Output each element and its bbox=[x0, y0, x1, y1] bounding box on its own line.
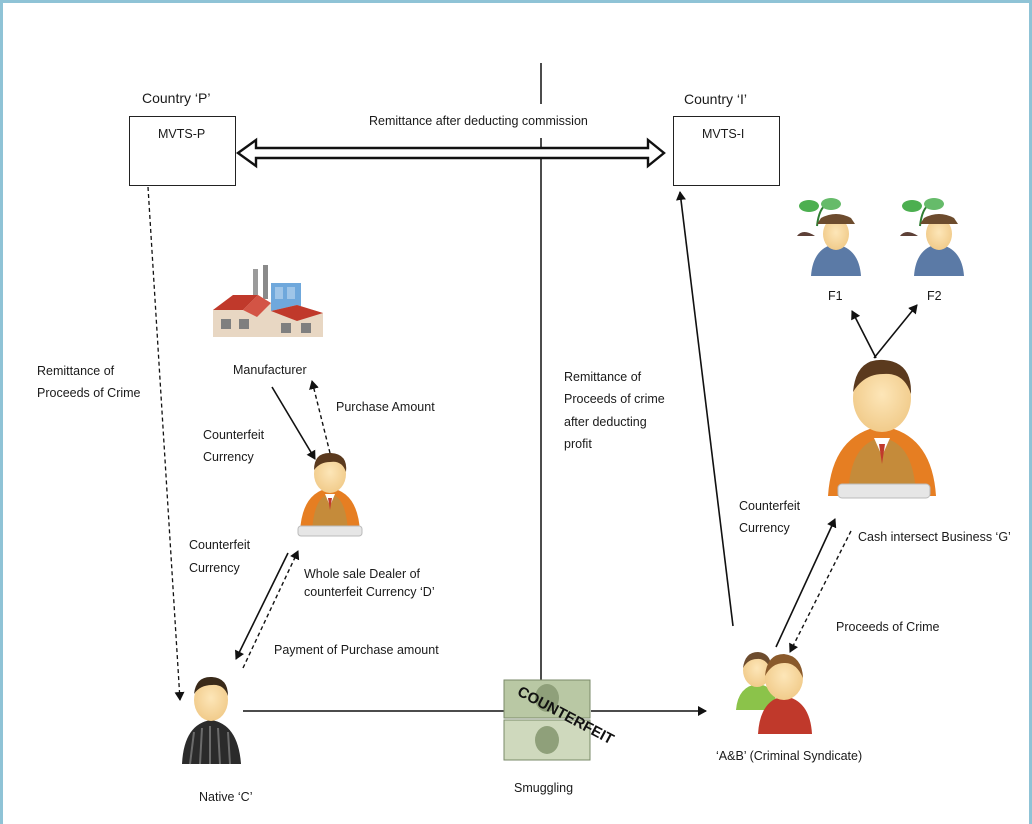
counterfeit-currency-label-2a: Counterfeit bbox=[189, 538, 251, 552]
arrow-syndicate-mvtsi bbox=[676, 191, 734, 627]
counterfeit-currency-label-1b: Currency bbox=[203, 450, 254, 464]
arrow-native-dealer bbox=[242, 550, 300, 669]
counterfeit-currency-label-1a: Counterfeit bbox=[203, 428, 265, 442]
payment-purchase-label: Payment of Purchase amount bbox=[274, 643, 439, 657]
arrow-mvtsp-native bbox=[147, 186, 185, 701]
arrow-business-f1 bbox=[851, 310, 877, 359]
arrow-syndicate-business bbox=[775, 518, 837, 648]
native-label: Native ‘C’ bbox=[199, 790, 253, 804]
syndicate-people-icon bbox=[736, 652, 812, 734]
farmer-f1-icon bbox=[797, 198, 861, 276]
factory-icon bbox=[213, 265, 323, 337]
proceeds-crime-label: Proceeds of Crime bbox=[836, 620, 940, 634]
arrow-dealer-manufacturer bbox=[309, 380, 331, 454]
remittance-proceeds-label-1: Remittance of bbox=[37, 364, 115, 378]
farmer-f2-label: F2 bbox=[927, 289, 942, 303]
dealer-person-icon bbox=[297, 452, 363, 537]
farmer-f1-label: F1 bbox=[828, 289, 843, 303]
syndicate-label: ‘A&B’ (Criminal Syndicate) bbox=[716, 749, 863, 763]
remit-profit-label-1: Remittance of bbox=[564, 370, 642, 384]
double-arrow-remittance bbox=[235, 137, 666, 169]
country-i-title: Country ‘I’ bbox=[684, 91, 748, 107]
mvts-p-label: MVTS-P bbox=[158, 127, 206, 141]
remit-profit-label-4: profit bbox=[564, 437, 592, 451]
counterfeit-currency-label-2b: Currency bbox=[189, 561, 240, 575]
country-p-title: Country ‘P’ bbox=[142, 90, 211, 106]
arrow-business-syndicate bbox=[789, 530, 852, 653]
counterfeit-money-icon: COUNTERFEIT bbox=[503, 679, 617, 761]
business-person-icon bbox=[828, 359, 936, 499]
smuggling-label: Smuggling bbox=[514, 781, 574, 795]
dealer-label-2: counterfeit Currency ‘D’ bbox=[304, 585, 435, 599]
native-person-icon bbox=[182, 676, 241, 765]
mvts-i-label: MVTS-I bbox=[702, 127, 745, 141]
remit-profit-label-3: after deducting bbox=[564, 415, 647, 429]
arrow-dealer-native bbox=[235, 552, 289, 660]
remittance-proceeds-label-2: Proceeds of Crime bbox=[37, 386, 141, 400]
dealer-label-1: Whole sale Dealer of bbox=[304, 567, 421, 581]
cash-business-label: Cash intersect Business ‘G’ bbox=[858, 530, 1011, 544]
farmer-f2-icon bbox=[900, 198, 964, 276]
purchase-amount-label: Purchase Amount bbox=[336, 400, 435, 414]
mvts-i-box: MVTS-I bbox=[673, 116, 780, 186]
arrow-business-f2 bbox=[873, 304, 918, 359]
counterfeit-currency-label-3a: Counterfeit bbox=[739, 499, 801, 513]
arrow-manufacturer-dealer bbox=[271, 386, 316, 460]
remit-profit-label-2: Proceeds of crime bbox=[564, 392, 665, 406]
counterfeit-currency-label-3b: Currency bbox=[739, 521, 790, 535]
manufacturer-label: Manufacturer bbox=[233, 363, 307, 377]
remittance-commission-label: Remittance after deducting commission bbox=[369, 114, 588, 128]
mvts-p-box: MVTS-P bbox=[129, 116, 236, 186]
